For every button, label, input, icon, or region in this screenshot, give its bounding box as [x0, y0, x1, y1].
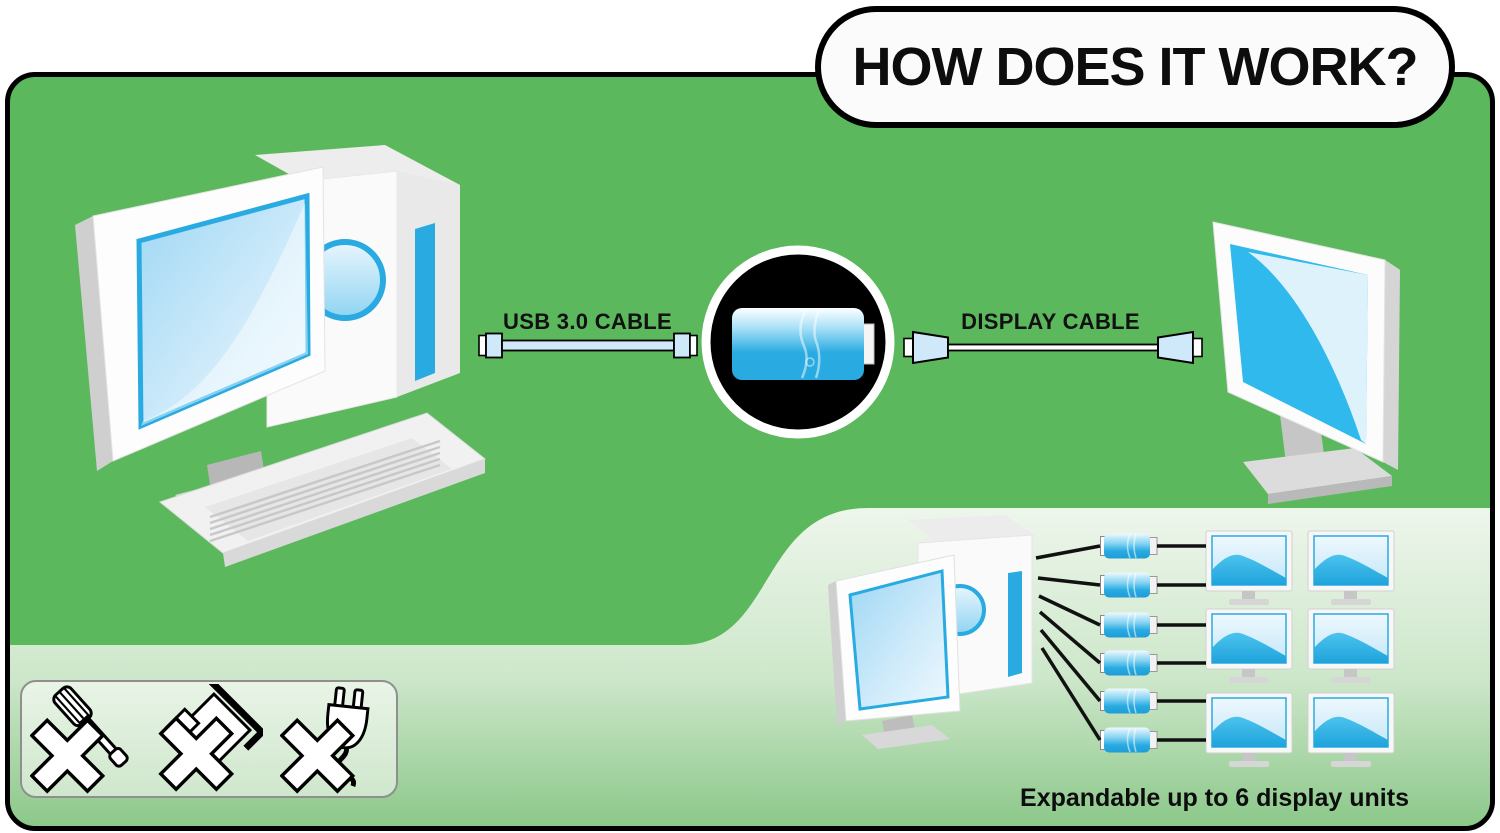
display-unit	[1307, 608, 1395, 683]
display-unit	[1205, 692, 1293, 767]
usb-cable-label: USB 3.0 CABLE	[503, 309, 672, 334]
expansion-computer-illustration	[828, 515, 1038, 749]
no-expansion-card-icon	[158, 684, 263, 792]
adapter-device	[1100, 533, 1158, 559]
display-cable-label: DISPLAY CABLE	[961, 309, 1140, 334]
display-unit	[1205, 608, 1293, 683]
display-unit	[1205, 530, 1293, 605]
tower-stripe	[415, 223, 435, 381]
adapter-device	[1100, 688, 1158, 714]
feature-icons-panel	[20, 680, 398, 798]
adapter-device	[1100, 727, 1158, 753]
no-power-plug-icon	[279, 686, 370, 794]
adapter-device	[1100, 650, 1158, 676]
adapter-device-circle	[701, 245, 895, 439]
display-unit	[1307, 692, 1395, 767]
title-pill: HOW DOES IT WORK?	[815, 6, 1455, 128]
adapter-device	[1100, 572, 1158, 598]
no-screwdriver-icon	[30, 685, 130, 794]
adapter-device	[1100, 612, 1158, 638]
monitor-illustration	[75, 166, 326, 471]
page-title: HOW DOES IT WORK?	[852, 37, 1419, 97]
keyboard-illustration	[158, 412, 487, 567]
usb-cable-graphic	[478, 332, 698, 359]
connection-lines	[1035, 544, 1206, 742]
main-computer-illustration	[75, 145, 487, 567]
adapter-device-illustration	[732, 308, 875, 380]
display-cable-graphic	[903, 330, 1203, 365]
primary-monitor-illustration	[1212, 221, 1400, 504]
expandable-caption: Expandable up to 6 display units	[1020, 784, 1409, 812]
tower-illustration	[255, 145, 460, 428]
display-unit	[1307, 530, 1395, 605]
